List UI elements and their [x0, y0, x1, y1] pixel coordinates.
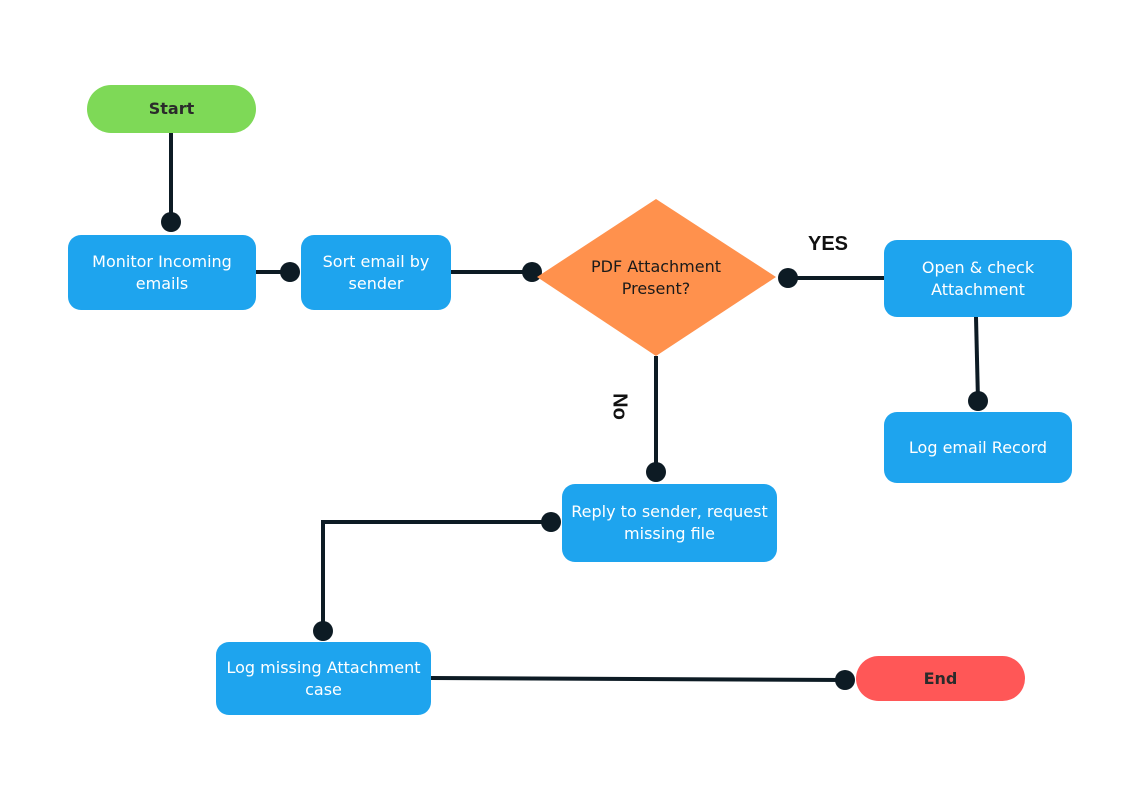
connector-dot — [835, 670, 855, 690]
sort-email-node: Sort email by sender — [301, 235, 451, 310]
connector-dot — [968, 391, 988, 411]
monitor-emails-node: Monitor Incoming emails — [68, 235, 256, 310]
connector-open-log-record — [974, 316, 980, 402]
log-email-record-node: Log email Record — [884, 412, 1072, 483]
decision-label: PDF Attachment Present? — [590, 257, 722, 298]
yes-label: YES — [808, 233, 849, 255]
connector-dot — [541, 512, 561, 532]
connector-dot — [522, 262, 542, 282]
connector-log-missing-end — [430, 676, 846, 682]
connector-dot — [280, 262, 300, 282]
start-node: Start — [87, 85, 256, 133]
no-label: No — [608, 393, 631, 420]
log-missing-attachment-node: Log missing Attachment case — [216, 642, 431, 715]
end-node: End — [856, 656, 1025, 701]
connector-dot — [646, 462, 666, 482]
connector-dot — [778, 268, 798, 288]
decision-diamond — [537, 199, 776, 356]
connector-dot — [161, 212, 181, 232]
connector-dot — [313, 621, 333, 641]
reply-sender-node: Reply to sender, request missing file — [562, 484, 777, 562]
connector-reply-log-missing — [321, 520, 551, 631]
open-check-attachment-node: Open & check Attachment — [884, 240, 1072, 317]
